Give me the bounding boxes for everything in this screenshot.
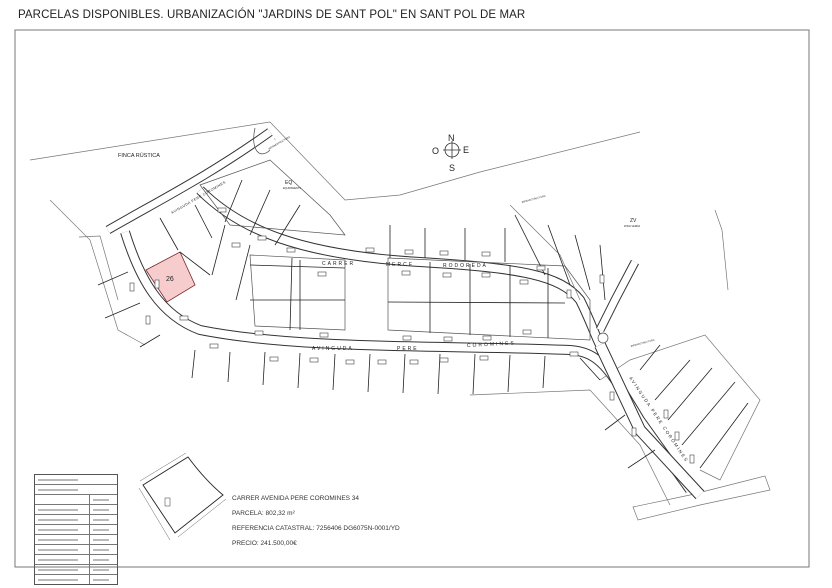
street-label-lower-2: PERE (397, 346, 419, 352)
zone-label-finca: FINCA RÚSTICA (118, 152, 160, 159)
zone-label-eq: EQ (285, 180, 292, 186)
street-label-mid-1: CARRER (322, 261, 355, 267)
parcel-tags (129, 207, 695, 464)
info-referencia: REFERENCIA CATASTRAL: 7256406 DG6075N-00… (232, 525, 400, 532)
info-address: CARRER AVENIDA PERE COROMINES 34 (232, 495, 360, 502)
info-parcela: PARCELA: 802,32 m² (232, 510, 295, 517)
zone-label-zv: ZV (630, 218, 637, 224)
frame-border (14, 29, 810, 568)
compass-n: N (448, 133, 455, 143)
site-boundaries (29, 121, 771, 521)
blocks (199, 159, 591, 341)
info-precio: PRECIO: 241.500,00€ (232, 540, 297, 547)
parcel-lines (97, 179, 749, 469)
parcel-summary-table (34, 474, 118, 585)
zone-label-infra: INFRAESTRUCTURA (268, 136, 291, 151)
compass-o: O (432, 146, 439, 156)
street-label-mid-3: RODOREDA (443, 263, 488, 269)
compass-s: S (449, 163, 455, 173)
parcel-inset-sketch (138, 452, 227, 541)
street-label-lower-3: COROMINES (467, 340, 516, 349)
page-title: PARCELAS DISPONIBLES. URBANIZACIÓN "JARD… (18, 9, 526, 21)
zone-label-infra-2: INFRAESTRUCTURA (521, 195, 546, 204)
parcel-number: 26 (166, 276, 174, 283)
compass-e: E (463, 145, 469, 155)
roads (105, 127, 705, 500)
compass-rose-icon: N S E O (432, 133, 469, 173)
zone-label-eq-sub: EQUIPAMENTS (283, 187, 301, 190)
zone-label-infra-code: I (274, 137, 277, 141)
street-label-mid-2: MERCE (386, 262, 414, 268)
highlighted-parcel-26[interactable] (145, 251, 196, 303)
street-label-lower-1: AVINGUDA (312, 346, 354, 352)
zone-label-infra-3: INFRAESTRUCTURA (630, 339, 655, 348)
zone-label-zv-sub: ZONA VERDA (624, 225, 640, 228)
